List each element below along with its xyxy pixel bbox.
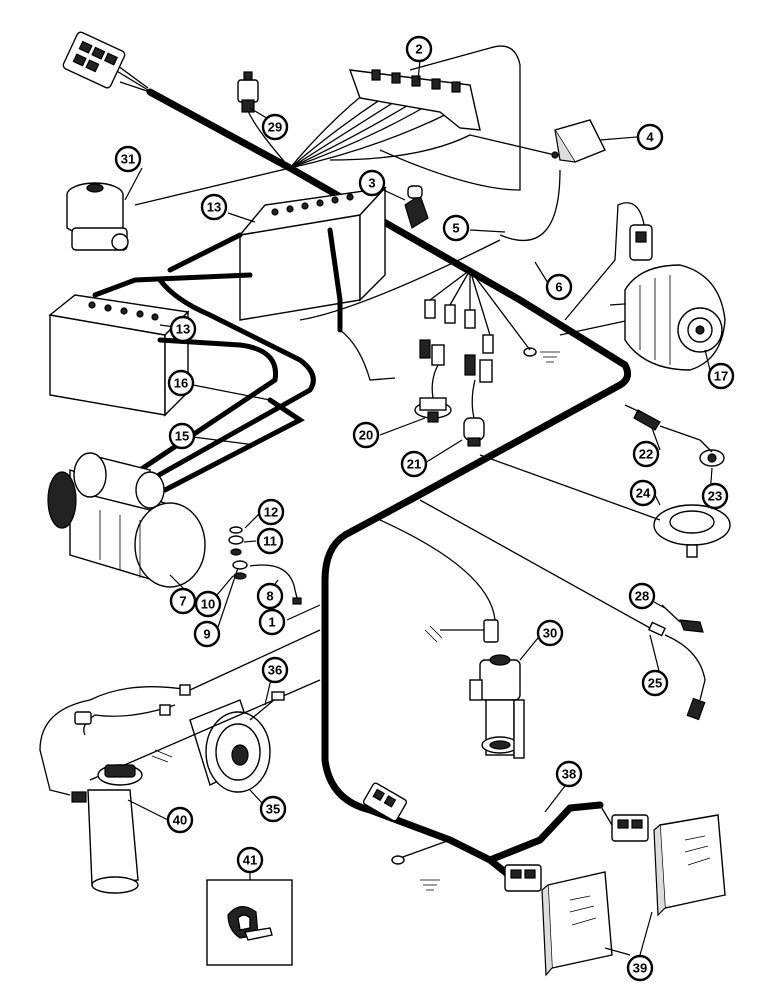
head-lamp-left <box>541 871 613 977</box>
callout-6: 6 <box>545 273 573 301</box>
callout-label-13b: 13 <box>176 322 190 337</box>
callout-label-25: 25 <box>648 676 662 691</box>
head-lamp-right <box>653 814 726 917</box>
callout-23: 23 <box>701 482 729 510</box>
callout-9: 9 <box>193 620 221 648</box>
callout-10: 10 <box>194 590 222 618</box>
callout-13b: 13 <box>169 315 197 343</box>
callout-15: 15 <box>168 422 196 450</box>
oil-pressure-switch <box>463 379 485 447</box>
callout-11: 11 <box>256 527 284 555</box>
receiver-drier <box>87 764 143 894</box>
callout-38: 38 <box>555 760 583 788</box>
callout-label-15: 15 <box>175 429 189 444</box>
callout-label-30: 30 <box>543 626 557 641</box>
callout-label-22: 22 <box>639 447 653 462</box>
callout-41: 41 <box>236 846 264 874</box>
callout-16: 16 <box>167 369 195 397</box>
callout-label-1: 1 <box>268 615 275 630</box>
callout-25: 25 <box>641 669 669 697</box>
harness-connector-mid <box>362 782 408 822</box>
callout-label-20: 20 <box>359 428 373 443</box>
terminal-block <box>348 69 481 131</box>
callout-label-5: 5 <box>452 221 459 236</box>
fuel-shutoff-solenoid <box>66 182 129 251</box>
main-harness <box>146 88 632 864</box>
callout-label-11: 11 <box>263 534 277 549</box>
sender-connectors <box>419 269 537 383</box>
starter-motor <box>47 452 206 588</box>
callout-36: 36 <box>261 656 289 684</box>
callout-label-31: 31 <box>121 152 135 167</box>
switch-28 <box>661 604 704 633</box>
callout-31: 31 <box>114 145 142 173</box>
electric-fuel-pump <box>379 519 525 759</box>
callout-label-17: 17 <box>714 369 728 384</box>
callout-label-35: 35 <box>266 802 280 817</box>
callout-label-6: 6 <box>555 280 562 295</box>
callout-3: 3 <box>358 169 386 197</box>
callout-7: 7 <box>169 587 197 615</box>
callout-label-10: 10 <box>201 597 215 612</box>
callout-39: 39 <box>626 954 654 982</box>
battery-rear <box>238 186 387 321</box>
starter-relay <box>551 119 606 163</box>
callout-label-2: 2 <box>415 42 422 57</box>
callout-17: 17 <box>707 362 735 390</box>
oil-pressure-sender <box>699 439 725 467</box>
binary-pressure-switch <box>39 629 321 803</box>
alternator <box>624 224 726 371</box>
battery-front <box>48 294 190 417</box>
callout-label-39: 39 <box>633 961 647 976</box>
callout-label-29: 29 <box>268 120 282 135</box>
callout-label-21: 21 <box>407 457 421 472</box>
harness-connector <box>62 31 126 89</box>
ground-symbols <box>151 351 560 763</box>
cable-clip-box <box>206 879 293 966</box>
callout-20: 20 <box>352 421 380 449</box>
callout-label-9: 9 <box>203 627 210 642</box>
callout-22: 22 <box>632 440 660 468</box>
horn <box>479 454 731 558</box>
hardware-stack <box>228 526 302 605</box>
callout-4: 4 <box>636 123 664 151</box>
callout-label-12: 12 <box>264 505 278 520</box>
ac-compressor-clutch <box>89 679 321 793</box>
callout-29: 29 <box>261 113 289 141</box>
callout-label-3: 3 <box>368 176 375 191</box>
callout-label-40: 40 <box>173 813 187 828</box>
callout-label-7: 7 <box>179 594 186 609</box>
sensor-lead <box>419 499 706 721</box>
callout-8: 8 <box>256 582 284 610</box>
callout-label-4: 4 <box>646 130 654 145</box>
callout-28: 28 <box>628 582 656 610</box>
callout-1: 1 <box>258 608 286 636</box>
battery-cables <box>92 227 501 493</box>
callout-13a: 13 <box>200 193 228 221</box>
callout-label-38: 38 <box>562 767 576 782</box>
lamp-connectors <box>391 804 649 892</box>
temperature-sender <box>624 404 701 441</box>
callout-label-8: 8 <box>266 589 273 604</box>
callout-24: 24 <box>629 479 657 507</box>
callout-label-41: 41 <box>243 853 257 868</box>
callout-label-24: 24 <box>636 486 651 501</box>
callout-40: 40 <box>166 806 194 834</box>
callout-2: 2 <box>405 35 433 63</box>
callout-label-13a: 13 <box>207 200 221 215</box>
callout-12: 12 <box>257 498 285 526</box>
temperature-switch <box>414 364 452 423</box>
callout-21: 21 <box>400 450 428 478</box>
callout-label-36: 36 <box>268 663 282 678</box>
callout-label-28: 28 <box>635 589 649 604</box>
callout-30: 30 <box>536 619 564 647</box>
callout-5: 5 <box>442 214 470 242</box>
callout-label-16: 16 <box>174 376 188 391</box>
pressure-switch <box>237 71 259 113</box>
key-switch-part <box>404 185 429 229</box>
callout-label-23: 23 <box>708 489 722 504</box>
callout-35: 35 <box>259 795 287 823</box>
